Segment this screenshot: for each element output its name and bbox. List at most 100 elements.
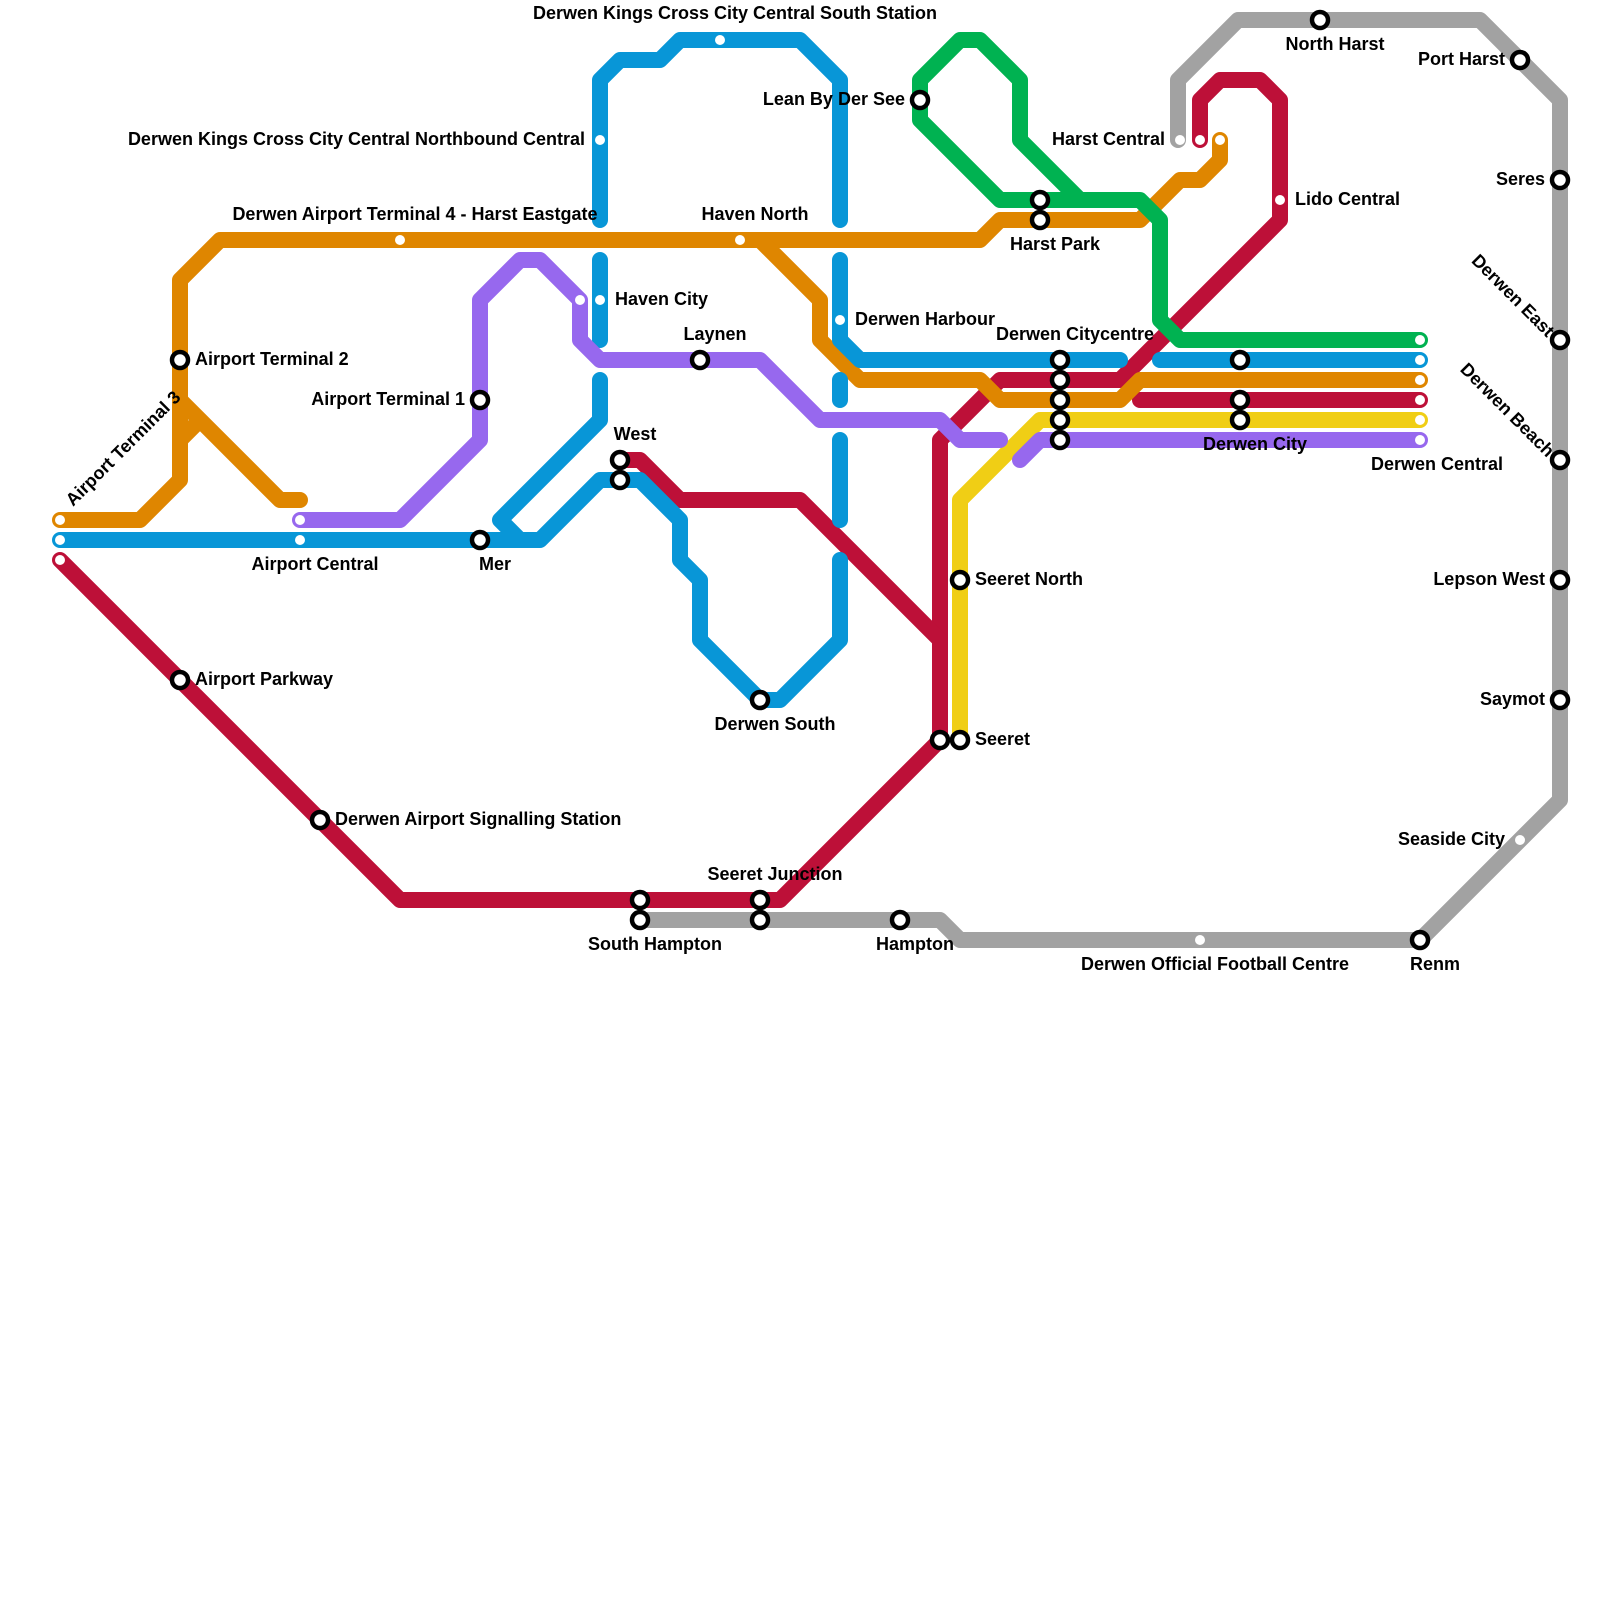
label-airport-terminal-4: Derwen Airport Terminal 4 - Harst Eastga… — [232, 204, 597, 224]
station-derwen-citycentre-5[interactable] — [1049, 429, 1071, 451]
station-airport-central-blue[interactable] — [295, 535, 305, 545]
station-west-b[interactable] — [609, 469, 631, 491]
station-derwen-city-2[interactable] — [1229, 389, 1251, 411]
station-derwen-citycentre-1[interactable] — [1049, 349, 1071, 371]
station-derwen-central-red[interactable] — [1415, 395, 1425, 405]
station-derwen-east[interactable] — [1549, 329, 1571, 351]
station-seeret-north[interactable] — [949, 569, 971, 591]
label-airport-terminal-2: Airport Terminal 2 — [195, 349, 349, 369]
station-lepson-west[interactable] — [1549, 569, 1571, 591]
label-port-harst: Port Harst — [1418, 49, 1505, 69]
station-markers — [55, 9, 1571, 951]
station-lido-central[interactable] — [1275, 195, 1285, 205]
station-south-hampton-a[interactable] — [629, 889, 651, 911]
station-seeret-junction-a[interactable] — [749, 889, 771, 911]
station-mer[interactable] — [469, 529, 491, 551]
station-kings-cross-north[interactable] — [595, 135, 605, 145]
station-derwen-harbour[interactable] — [835, 315, 845, 325]
label-airport-central: Airport Central — [251, 554, 378, 574]
station-lean-by-der-see[interactable] — [909, 89, 931, 111]
station-port-harst[interactable] — [1509, 49, 1531, 71]
label-lepson-west: Lepson West — [1433, 569, 1545, 589]
station-haven-city-blue[interactable] — [595, 295, 605, 305]
label-west: West — [614, 424, 657, 444]
label-derwen-east: Derwen East — [1468, 250, 1559, 341]
station-haven-north[interactable] — [735, 235, 745, 245]
label-seaside-city: Seaside City — [1398, 829, 1505, 849]
station-airport-terminal-3-red[interactable] — [55, 555, 65, 565]
purple-line — [292, 252, 1428, 528]
station-derwen-citycentre-2[interactable] — [1049, 369, 1071, 391]
label-seeret-junction: Seeret Junction — [707, 864, 842, 884]
station-harst-central-red[interactable] — [1195, 135, 1205, 145]
green-line-route — [912, 32, 1428, 348]
station-airport-terminal-2[interactable] — [169, 349, 191, 371]
station-airport-parkway[interactable] — [169, 669, 191, 691]
station-derwen-central-green[interactable] — [1415, 335, 1425, 345]
label-hampton: Hampton — [876, 934, 954, 954]
station-airport-central-purple[interactable] — [295, 515, 305, 525]
green-line — [912, 32, 1428, 348]
station-labels: Derwen Kings Cross City Central South St… — [62, 3, 1559, 974]
label-football-centre: Derwen Official Football Centre — [1081, 954, 1349, 974]
label-mer: Mer — [479, 554, 511, 574]
station-renm[interactable] — [1409, 929, 1431, 951]
orange-line — [52, 132, 1428, 528]
label-harst-park: Harst Park — [1010, 234, 1101, 254]
label-renm: Renm — [1410, 954, 1460, 974]
label-north-harst: North Harst — [1285, 34, 1384, 54]
station-airport-terminal-3-orange[interactable] — [55, 515, 65, 525]
red-line-main-route — [52, 72, 1288, 908]
station-derwen-citycentre-4[interactable] — [1049, 409, 1071, 431]
station-derwen-central-yellow[interactable] — [1415, 415, 1425, 425]
station-haven-city-purple[interactable] — [575, 295, 585, 305]
station-harst-park-b[interactable] — [1029, 209, 1051, 231]
grey-line-route — [632, 12, 1568, 948]
label-lido-central: Lido Central — [1295, 189, 1400, 209]
station-airport-terminal-1[interactable] — [469, 389, 491, 411]
station-signalling-station[interactable] — [309, 809, 331, 831]
station-derwen-central-orange[interactable] — [1415, 375, 1425, 385]
label-derwen-south: Derwen South — [714, 714, 835, 734]
station-derwen-central-purple[interactable] — [1415, 435, 1425, 445]
label-derwen-city: Derwen City — [1203, 434, 1307, 454]
station-hampton[interactable] — [889, 909, 911, 931]
station-saymot[interactable] — [1549, 689, 1571, 711]
label-lean-by-der-see: Lean By Der See — [763, 89, 905, 109]
label-seeret: Seeret — [975, 729, 1030, 749]
label-derwen-harbour: Derwen Harbour — [855, 309, 995, 329]
label-airport-terminal-1: Airport Terminal 1 — [311, 389, 465, 409]
station-derwen-beach[interactable] — [1549, 449, 1571, 471]
label-haven-north: Haven North — [701, 204, 808, 224]
label-haven-city: Haven City — [615, 289, 708, 309]
station-derwen-citycentre-3[interactable] — [1049, 389, 1071, 411]
station-harst-park-a[interactable] — [1029, 189, 1051, 211]
station-harst-central-grey[interactable] — [1175, 135, 1185, 145]
station-derwen-south[interactable] — [749, 689, 771, 711]
grey-line — [632, 12, 1568, 948]
station-seeret-junction-b[interactable] — [749, 909, 771, 931]
station-airport-terminal-3-blue[interactable] — [55, 535, 65, 545]
station-derwen-city-1[interactable] — [1229, 349, 1251, 371]
station-airport-terminal-4[interactable] — [395, 235, 405, 245]
station-seeret-b[interactable] — [949, 729, 971, 751]
station-south-hampton-b[interactable] — [629, 909, 651, 931]
station-derwen-central-blue[interactable] — [1415, 355, 1425, 365]
station-football-centre[interactable] — [1195, 935, 1205, 945]
label-seres: Seres — [1496, 169, 1545, 189]
red-line — [52, 72, 1428, 908]
label-signalling-station: Derwen Airport Signalling Station — [335, 809, 621, 829]
station-seeret-a[interactable] — [929, 729, 951, 751]
station-west-a[interactable] — [609, 449, 631, 471]
station-kings-cross-south[interactable] — [715, 35, 725, 45]
label-derwen-citycentre: Derwen Citycentre — [996, 324, 1154, 344]
station-seaside-city[interactable] — [1515, 835, 1525, 845]
station-laynen[interactable] — [689, 349, 711, 371]
station-derwen-city-3[interactable] — [1229, 409, 1251, 431]
red-line-branch-route — [612, 392, 1428, 648]
label-derwen-beach: Derwen Beach — [1456, 359, 1558, 461]
station-seres[interactable] — [1549, 169, 1571, 191]
station-north-harst[interactable] — [1309, 9, 1331, 31]
station-harst-central-orange[interactable] — [1215, 135, 1225, 145]
